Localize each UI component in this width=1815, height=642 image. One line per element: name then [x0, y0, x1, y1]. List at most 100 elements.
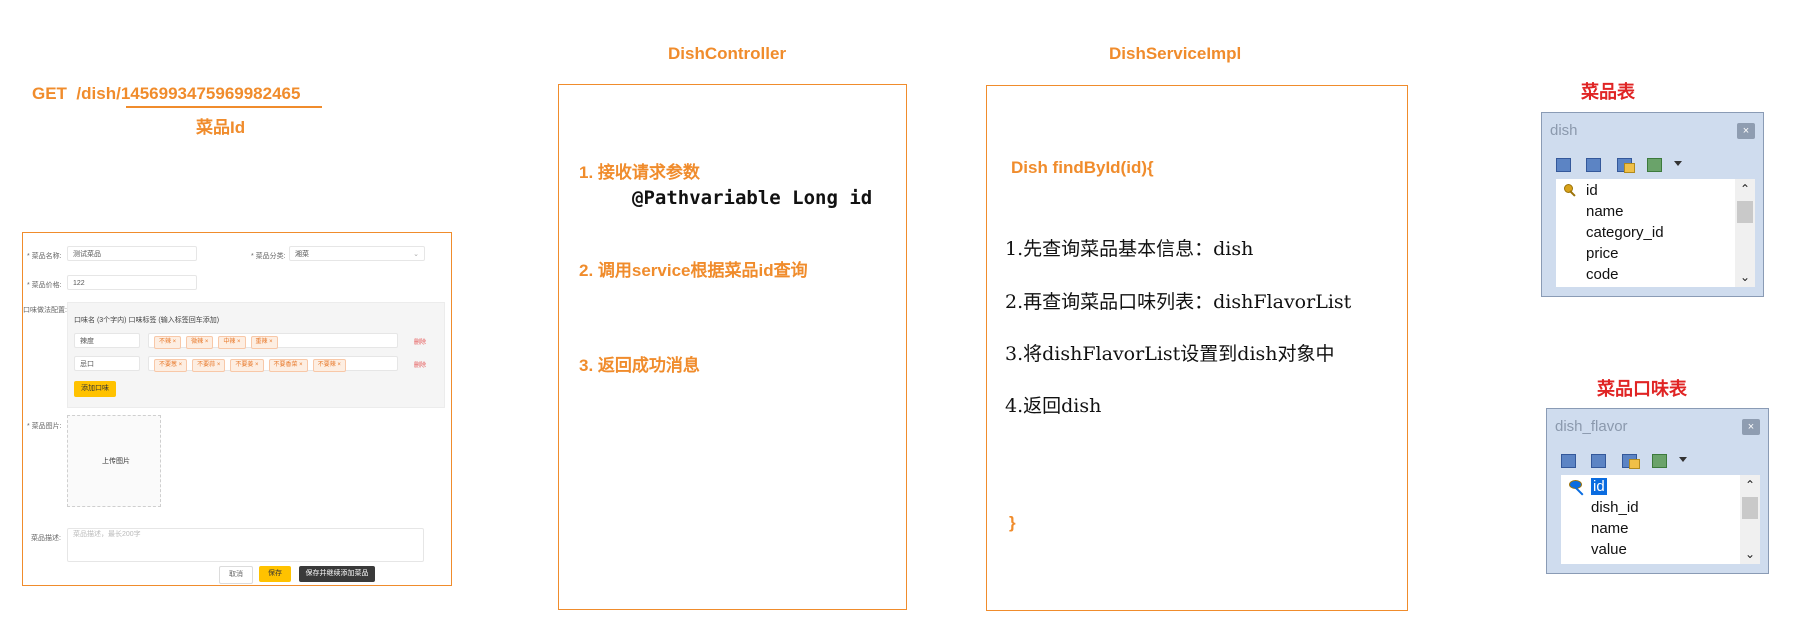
field-item[interactable]: value: [1561, 539, 1738, 560]
field-item[interactable]: name: [1556, 201, 1733, 222]
controller-step-3: 3. 返回成功消息: [579, 356, 700, 375]
flavor-tag[interactable]: 不要姜 ×: [230, 359, 264, 372]
chevron-down-icon[interactable]: [1678, 457, 1687, 463]
dish-flavor-table-title: 菜品口味表: [1597, 379, 1687, 399]
field-list: id name category_id price code ⌃ ⌄: [1556, 179, 1755, 287]
request-path: /dish/: [76, 84, 121, 103]
image-upload[interactable]: 上传图片: [67, 415, 161, 507]
flavor-name-input[interactable]: 辣度: [74, 333, 140, 348]
request-id-underline: [126, 106, 322, 108]
field-name: id: [1586, 182, 1598, 199]
delete-flavor-button[interactable]: 删除: [414, 340, 427, 346]
panel-header: dish_flavor ×: [1547, 409, 1768, 443]
design-table-icon[interactable]: [1561, 452, 1578, 468]
request-url: GET /dish/1456993475969982465: [32, 84, 300, 104]
request-id: 1456993475969982465: [120, 84, 301, 103]
controller-step-1: 1. 接收请求参数: [579, 163, 700, 182]
scroll-down-icon[interactable]: ⌄: [1739, 270, 1751, 284]
category-value: 湘菜: [295, 251, 309, 258]
close-icon[interactable]: ×: [1742, 419, 1760, 435]
save-continue-button[interactable]: 保存并继续添加菜品: [299, 566, 375, 582]
design-table-icon[interactable]: [1556, 156, 1573, 172]
new-table-icon[interactable]: [1621, 452, 1640, 469]
field-name: id: [1591, 478, 1607, 495]
desc-textarea[interactable]: 菜品描述，最长200字: [67, 528, 424, 562]
add-flavor-button[interactable]: 添加口味: [74, 381, 116, 397]
controller-title: DishController: [668, 44, 787, 63]
name-input[interactable]: 测试菜品: [67, 246, 197, 261]
flavor-tags[interactable]: 不要葱 × 不要蒜 × 不要姜 × 不要香菜 × 不要辣 ×: [148, 356, 398, 372]
scroll-thumb[interactable]: [1742, 497, 1758, 519]
flavor-tag[interactable]: 微辣 ×: [186, 336, 214, 349]
field-item[interactable]: name: [1561, 518, 1738, 539]
scroll-thumb[interactable]: [1737, 201, 1753, 223]
table-name: dish_flavor: [1555, 418, 1628, 435]
flavor-tag[interactable]: 不要蒜 ×: [192, 359, 226, 372]
service-title: DishServiceImpl: [1109, 44, 1242, 63]
chevron-down-icon[interactable]: [1673, 161, 1682, 167]
field-name: value: [1591, 541, 1627, 558]
field-item[interactable]: dish_id: [1561, 497, 1738, 518]
scroll-down-icon[interactable]: ⌄: [1744, 547, 1756, 561]
flavor-tag[interactable]: 不要葱 ×: [154, 359, 188, 372]
service-line-2: 2.再查询菜品口味列表：dishFlavorList: [1005, 291, 1352, 313]
import-icon[interactable]: [1652, 452, 1669, 468]
category-select[interactable]: 湘菜 ⌄: [289, 246, 425, 261]
controller-box: 1. 接收请求参数 @Pathvariable Long id 2. 调用ser…: [558, 84, 907, 610]
flavor-tags[interactable]: 不辣 × 微辣 × 中辣 × 重辣 ×: [148, 333, 398, 349]
request-method: GET: [32, 84, 67, 103]
import-icon[interactable]: [1647, 156, 1664, 172]
scroll-up-icon[interactable]: ⌃: [1739, 182, 1751, 196]
new-table-icon[interactable]: [1616, 156, 1635, 173]
field-name: dish_id: [1591, 499, 1639, 516]
field-item[interactable]: code: [1556, 264, 1733, 285]
desc-label: 菜品描述:: [31, 535, 61, 542]
save-button[interactable]: 保存: [259, 566, 291, 582]
dish-table-panel: dish × id name category_id price code ⌃ …: [1541, 112, 1764, 297]
service-closing: }: [1009, 513, 1016, 532]
service-signature: Dish findById(id){: [1011, 158, 1154, 177]
image-label: * 菜品图片:: [27, 423, 62, 430]
open-table-icon[interactable]: [1586, 156, 1603, 172]
flavor-name-input[interactable]: 忌口: [74, 356, 140, 371]
field-item[interactable]: category_id: [1556, 222, 1733, 243]
request-id-caption: 菜品Id: [196, 118, 246, 137]
key-icon: [1569, 480, 1584, 496]
flavor-tag[interactable]: 中辣 ×: [218, 336, 246, 349]
scrollbar[interactable]: ⌃ ⌄: [1740, 475, 1760, 564]
image-placeholder: 上传图片: [102, 458, 130, 465]
table-name: dish: [1550, 122, 1578, 139]
field-item[interactable]: id: [1556, 180, 1733, 201]
field-item[interactable]: id: [1561, 476, 1738, 497]
field-item[interactable]: price: [1556, 243, 1733, 264]
delete-flavor-button[interactable]: 删除: [414, 363, 427, 369]
flavor-tag[interactable]: 重辣 ×: [250, 336, 278, 349]
dish-table-title: 菜品表: [1581, 82, 1635, 102]
flavor-config: 口味名 (3个字内) 口味标签 (输入标签回车添加) 辣度 不辣 ×微辣 ×中辣…: [67, 302, 445, 408]
key-icon: [1564, 184, 1578, 197]
cancel-button[interactable]: 取消: [219, 566, 253, 584]
close-icon[interactable]: ×: [1737, 123, 1755, 139]
service-line-1: 1.先查询菜品基本信息：dish: [1005, 238, 1254, 260]
field-name: code: [1586, 266, 1619, 283]
field-name: name: [1586, 203, 1624, 220]
panel-header: dish ×: [1542, 113, 1763, 147]
service-line-3: 3.将dishFlavorList设置到dish对象中: [1005, 343, 1335, 365]
scroll-up-icon[interactable]: ⌃: [1744, 478, 1756, 492]
flavor-tag[interactable]: 不要香菜 ×: [268, 359, 308, 372]
price-input[interactable]: 122: [67, 275, 197, 290]
dish-flavor-table-panel: dish_flavor × id dish_id name value ⌃ ⌄: [1546, 408, 1769, 574]
flavor-tag[interactable]: 不辣 ×: [154, 336, 182, 349]
panel-toolbar: [1556, 155, 1682, 175]
field-name: name: [1591, 520, 1629, 537]
chevron-down-icon: ⌄: [413, 251, 419, 258]
scrollbar[interactable]: ⌃ ⌄: [1735, 179, 1755, 287]
name-label: * 菜品名称:: [27, 253, 62, 260]
open-table-icon[interactable]: [1591, 452, 1608, 468]
dish-form: * 菜品名称: 测试菜品 * 菜品分类: 湘菜⌄ * 菜品价格: 122 口味做…: [22, 232, 452, 586]
flavor-tag[interactable]: 不要辣 ×: [312, 359, 346, 372]
field-name: price: [1586, 245, 1619, 262]
service-line-4: 4.返回dish: [1005, 395, 1102, 417]
service-box: Dish findById(id){ 1.先查询菜品基本信息：dish 2.再查…: [986, 85, 1408, 611]
controller-step-1-code: @Pathvariable Long id: [632, 187, 873, 209]
